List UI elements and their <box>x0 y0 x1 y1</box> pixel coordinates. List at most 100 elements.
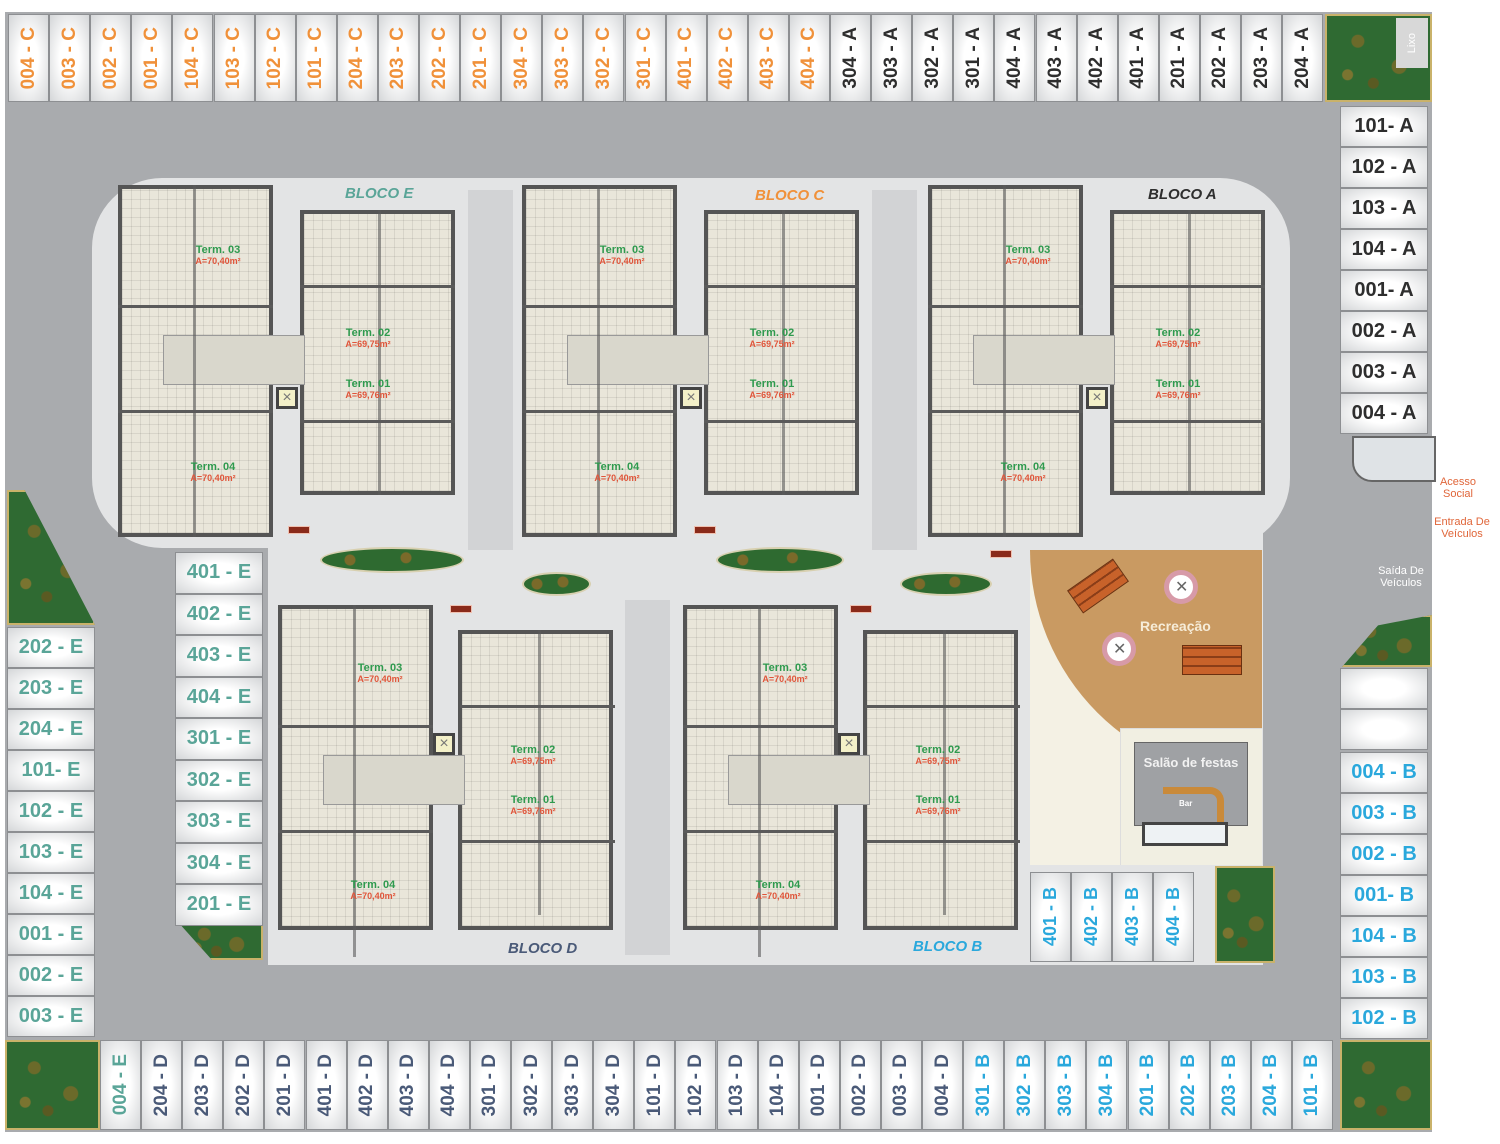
parking-space[interactable]: 401 - D <box>305 1040 347 1130</box>
parking-space[interactable]: 301 - E <box>175 718 263 760</box>
parking-space[interactable]: 403 - C <box>747 14 789 102</box>
parking-space[interactable]: 003 - A <box>1340 352 1428 393</box>
parking-space[interactable]: 004 - C <box>8 14 50 102</box>
parking-space[interactable]: 404 - D <box>428 1040 470 1130</box>
parking-space[interactable]: 202 - B <box>1168 1040 1210 1130</box>
parking-space[interactable]: 402 - D <box>346 1040 388 1130</box>
parking-space[interactable]: 302 - D <box>511 1040 553 1130</box>
parking-space[interactable]: 002 - E <box>7 955 95 996</box>
parking-space[interactable]: 003 - C <box>49 14 91 102</box>
parking-space[interactable]: 301 - A <box>953 14 995 102</box>
parking-space[interactable]: 002 - B <box>1340 834 1428 875</box>
parking-space[interactable]: 103 - E <box>7 832 95 873</box>
parking-space[interactable]: 204 - A <box>1282 14 1324 102</box>
parking-space[interactable]: 003 - E <box>7 996 95 1037</box>
parking-space[interactable]: 002 - A <box>1340 311 1428 352</box>
parking-space[interactable]: 201 - B <box>1127 1040 1169 1130</box>
parking-space[interactable]: 201 - E <box>175 884 263 926</box>
parking-space[interactable]: 303 - E <box>175 801 263 843</box>
parking-space[interactable]: 103 - C <box>213 14 255 102</box>
parking-space[interactable]: 103 - B <box>1340 957 1428 998</box>
parking-space[interactable]: 101- A <box>1340 106 1428 147</box>
parking-space[interactable]: 202 - C <box>419 14 461 102</box>
parking-space[interactable]: 304 - A <box>830 14 872 102</box>
parking-space[interactable]: 303 - A <box>871 14 913 102</box>
parking-space[interactable]: 102 - A <box>1340 147 1428 188</box>
parking-space[interactable]: 303 - C <box>542 14 584 102</box>
parking-space[interactable]: 403 - E <box>175 635 263 677</box>
parking-space[interactable]: 304 - E <box>175 842 263 884</box>
parking-space[interactable]: 203 - E <box>7 668 95 709</box>
parking-space[interactable]: 202 - A <box>1199 14 1241 102</box>
parking-space[interactable]: 104 - E <box>7 873 95 914</box>
parking-space[interactable]: 401 - B <box>1030 872 1071 962</box>
parking-space[interactable]: 304 - B <box>1086 1040 1128 1130</box>
parking-space[interactable]: 201 - C <box>460 14 502 102</box>
parking-space[interactable]: 201 - A <box>1158 14 1200 102</box>
parking-space[interactable]: 401 - C <box>665 14 707 102</box>
parking-space[interactable]: 203 - C <box>377 14 419 102</box>
parking-space[interactable]: 404 - C <box>788 14 830 102</box>
parking-space[interactable]: 102 - E <box>7 791 95 832</box>
parking-space[interactable]: 004 - D <box>922 1040 964 1130</box>
parking-space[interactable]: 101- E <box>7 750 95 791</box>
parking-space[interactable]: 004 - A <box>1340 393 1428 434</box>
parking-space[interactable]: 403 - A <box>1035 14 1077 102</box>
parking-space[interactable]: 203 - D <box>182 1040 224 1130</box>
parking-space[interactable]: 204 - C <box>336 14 378 102</box>
parking-space[interactable]: 402 - E <box>175 593 263 635</box>
parking-space[interactable]: 303 - B <box>1045 1040 1087 1130</box>
parking-space[interactable]: 004 - B <box>1340 752 1428 793</box>
parking-space[interactable]: 302 - A <box>912 14 954 102</box>
parking-space[interactable]: 204 - B <box>1250 1040 1292 1130</box>
parking-space[interactable]: 302 - B <box>1004 1040 1046 1130</box>
parking-space[interactable]: 202 - D <box>223 1040 265 1130</box>
parking-space[interactable]: 104 - B <box>1340 916 1428 957</box>
parking-space[interactable]: 402 - B <box>1071 872 1112 962</box>
parking-space[interactable]: 304 - D <box>593 1040 635 1130</box>
parking-space[interactable]: 301 - D <box>469 1040 511 1130</box>
parking-space[interactable]: 001- A <box>1340 270 1428 311</box>
parking-space[interactable]: 102 - D <box>675 1040 717 1130</box>
parking-space[interactable]: 204 - E <box>7 709 95 750</box>
parking-space[interactable]: 102 - C <box>254 14 296 102</box>
parking-space[interactable]: 203 - A <box>1241 14 1283 102</box>
parking-space[interactable]: 301 - C <box>624 14 666 102</box>
parking-space[interactable]: 001 - C <box>131 14 173 102</box>
parking-space[interactable] <box>1340 668 1428 709</box>
parking-space[interactable]: 102 - B <box>1340 998 1428 1039</box>
parking-space[interactable]: 104 - D <box>757 1040 799 1130</box>
parking-space[interactable]: 301 - B <box>963 1040 1005 1130</box>
parking-space[interactable]: 101 - C <box>295 14 337 102</box>
parking-space[interactable]: 202 - E <box>7 627 95 668</box>
parking-space[interactable]: 003 - D <box>880 1040 922 1130</box>
parking-space[interactable]: 403 - B <box>1112 872 1153 962</box>
parking-space[interactable]: 404 - A <box>994 14 1036 102</box>
parking-space[interactable]: 402 - C <box>706 14 748 102</box>
parking-space[interactable]: 002 - D <box>839 1040 881 1130</box>
parking-space[interactable]: 104 - C <box>172 14 214 102</box>
parking-space[interactable]: 001 - D <box>798 1040 840 1130</box>
parking-space[interactable]: 404 - E <box>175 676 263 718</box>
parking-space[interactable]: 001- B <box>1340 875 1428 916</box>
parking-space[interactable]: 304 - C <box>501 14 543 102</box>
parking-space[interactable]: 003 - B <box>1340 793 1428 834</box>
parking-space[interactable]: 401 - A <box>1117 14 1159 102</box>
parking-space[interactable]: 402 - A <box>1076 14 1118 102</box>
parking-space[interactable]: 204 - D <box>141 1040 183 1130</box>
parking-space[interactable]: 403 - D <box>387 1040 429 1130</box>
parking-space[interactable]: 201 - D <box>264 1040 306 1130</box>
parking-space[interactable]: 401 - E <box>175 552 263 594</box>
parking-space[interactable]: 103 - A <box>1340 188 1428 229</box>
parking-space[interactable]: 001 - E <box>7 914 95 955</box>
parking-space[interactable] <box>1340 709 1428 750</box>
parking-space[interactable]: 404 - B <box>1153 872 1194 962</box>
parking-space[interactable]: 104 - A <box>1340 229 1428 270</box>
parking-space[interactable]: 101 - B <box>1291 1040 1333 1130</box>
parking-space[interactable]: 303 - D <box>552 1040 594 1130</box>
parking-space[interactable]: 203 - B <box>1209 1040 1251 1130</box>
parking-space[interactable]: 302 - C <box>583 14 625 102</box>
parking-space[interactable]: 101 - D <box>634 1040 676 1130</box>
parking-space[interactable]: 004 - E <box>100 1040 142 1130</box>
parking-space[interactable]: 103 - D <box>716 1040 758 1130</box>
